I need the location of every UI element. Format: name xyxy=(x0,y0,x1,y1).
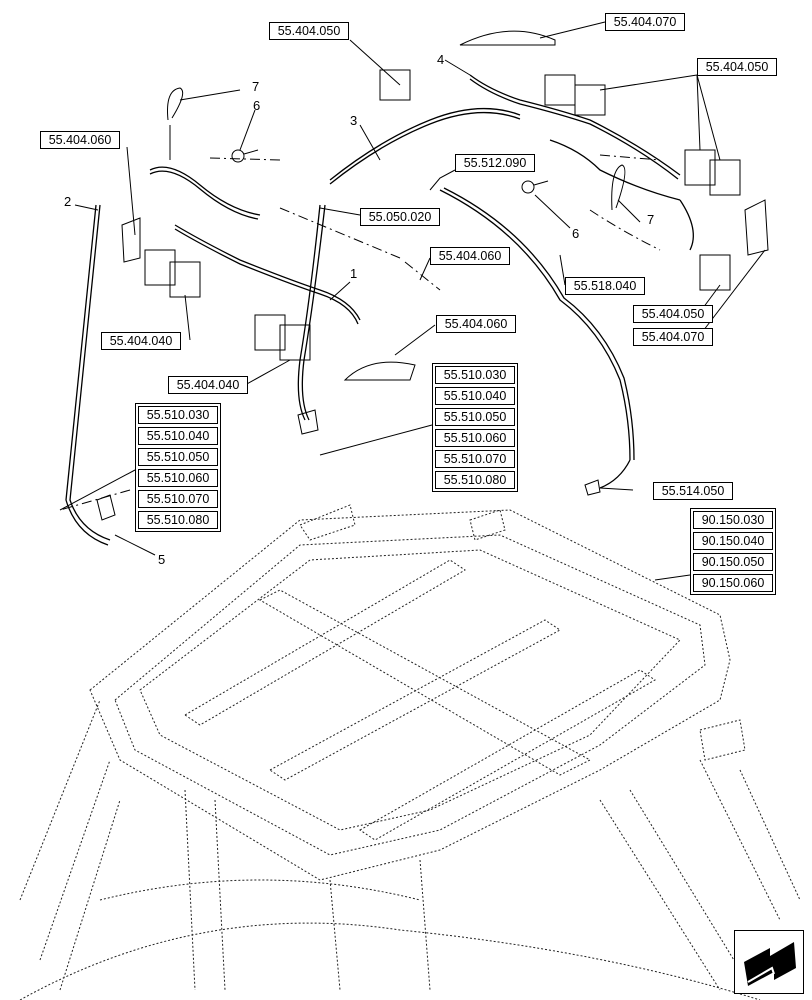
ref-stack-right: 90.150.030 90.150.040 90.150.050 90.150.… xyxy=(690,508,776,595)
ref-stack-right-item[interactable]: 90.150.050 xyxy=(693,553,773,571)
screw-left xyxy=(231,149,259,163)
work-lamps-top xyxy=(379,69,769,291)
cab-frame xyxy=(19,504,801,1000)
ref-55404060-left[interactable]: 55.404.060 xyxy=(40,131,120,149)
ref-stack-right-item[interactable]: 90.150.060 xyxy=(693,574,773,592)
ref-stack-left-item[interactable]: 55.510.050 xyxy=(138,448,218,466)
ref-55404050-right[interactable]: 55.404.050 xyxy=(697,58,777,76)
connector-5 xyxy=(96,494,116,521)
ref-55404050-low[interactable]: 55.404.050 xyxy=(633,305,713,323)
ref-55512090[interactable]: 55.512.090 xyxy=(455,154,535,172)
ref-stack-middle: 55.510.030 55.510.040 55.510.050 55.510.… xyxy=(432,363,518,492)
ref-stack-left-item[interactable]: 55.510.060 xyxy=(138,469,218,487)
ref-stack-left-item[interactable]: 55.510.070 xyxy=(138,490,218,508)
ref-55404040-b[interactable]: 55.404.040 xyxy=(168,376,248,394)
beacon-light xyxy=(459,30,556,46)
dome-lamp xyxy=(343,361,416,381)
next-page-button[interactable] xyxy=(734,930,804,994)
ref-stack-left-item[interactable]: 55.510.030 xyxy=(138,406,218,424)
ref-stack-middle-item[interactable]: 55.510.050 xyxy=(435,408,515,426)
ref-stack-left-item[interactable]: 55.510.080 xyxy=(138,511,218,529)
ref-stack-middle-item[interactable]: 55.510.080 xyxy=(435,471,515,489)
ref-55518040[interactable]: 55.518.040 xyxy=(565,277,645,295)
ref-55514050[interactable]: 55.514.050 xyxy=(653,482,733,500)
callout-7-right: 7 xyxy=(647,212,655,227)
callout-6-left: 6 xyxy=(253,98,261,113)
ref-stack-left-item[interactable]: 55.510.040 xyxy=(138,427,218,445)
harness-wires xyxy=(65,74,694,546)
ref-55404050-top[interactable]: 55.404.050 xyxy=(269,22,349,40)
section-break-lines xyxy=(59,154,661,511)
ref-stack-middle-item[interactable]: 55.510.040 xyxy=(435,387,515,405)
grab-handle-left xyxy=(167,87,184,121)
grab-handle-right xyxy=(611,164,626,211)
ref-stack-right-item[interactable]: 90.150.040 xyxy=(693,532,773,550)
switch-55514050 xyxy=(584,479,601,496)
ref-stack-left: 55.510.030 55.510.040 55.510.050 55.510.… xyxy=(135,403,221,532)
ref-stack-right-item[interactable]: 90.150.030 xyxy=(693,511,773,529)
ref-stack-middle-item[interactable]: 55.510.030 xyxy=(435,366,515,384)
callout-6-right: 6 xyxy=(572,226,580,241)
callout-2: 2 xyxy=(64,194,72,209)
callout-1: 1 xyxy=(350,266,358,281)
ref-55404070-low[interactable]: 55.404.070 xyxy=(633,328,713,346)
callout-7-left: 7 xyxy=(252,79,260,94)
screw-right xyxy=(521,180,549,194)
ref-stack-middle-item[interactable]: 55.510.060 xyxy=(435,429,515,447)
ref-stack-middle-item[interactable]: 55.510.070 xyxy=(435,450,515,468)
ref-55404070-top[interactable]: 55.404.070 xyxy=(605,13,685,31)
ref-55404060-mid[interactable]: 55.404.060 xyxy=(430,247,510,265)
ref-55404040-a[interactable]: 55.404.040 xyxy=(101,332,181,350)
callout-4: 4 xyxy=(437,52,445,67)
ref-55404060-lamp[interactable]: 55.404.060 xyxy=(436,315,516,333)
callout-5: 5 xyxy=(158,552,166,567)
callout-3: 3 xyxy=(350,113,358,128)
ref-55050020[interactable]: 55.050.020 xyxy=(360,208,440,226)
connector-1 xyxy=(297,409,319,435)
